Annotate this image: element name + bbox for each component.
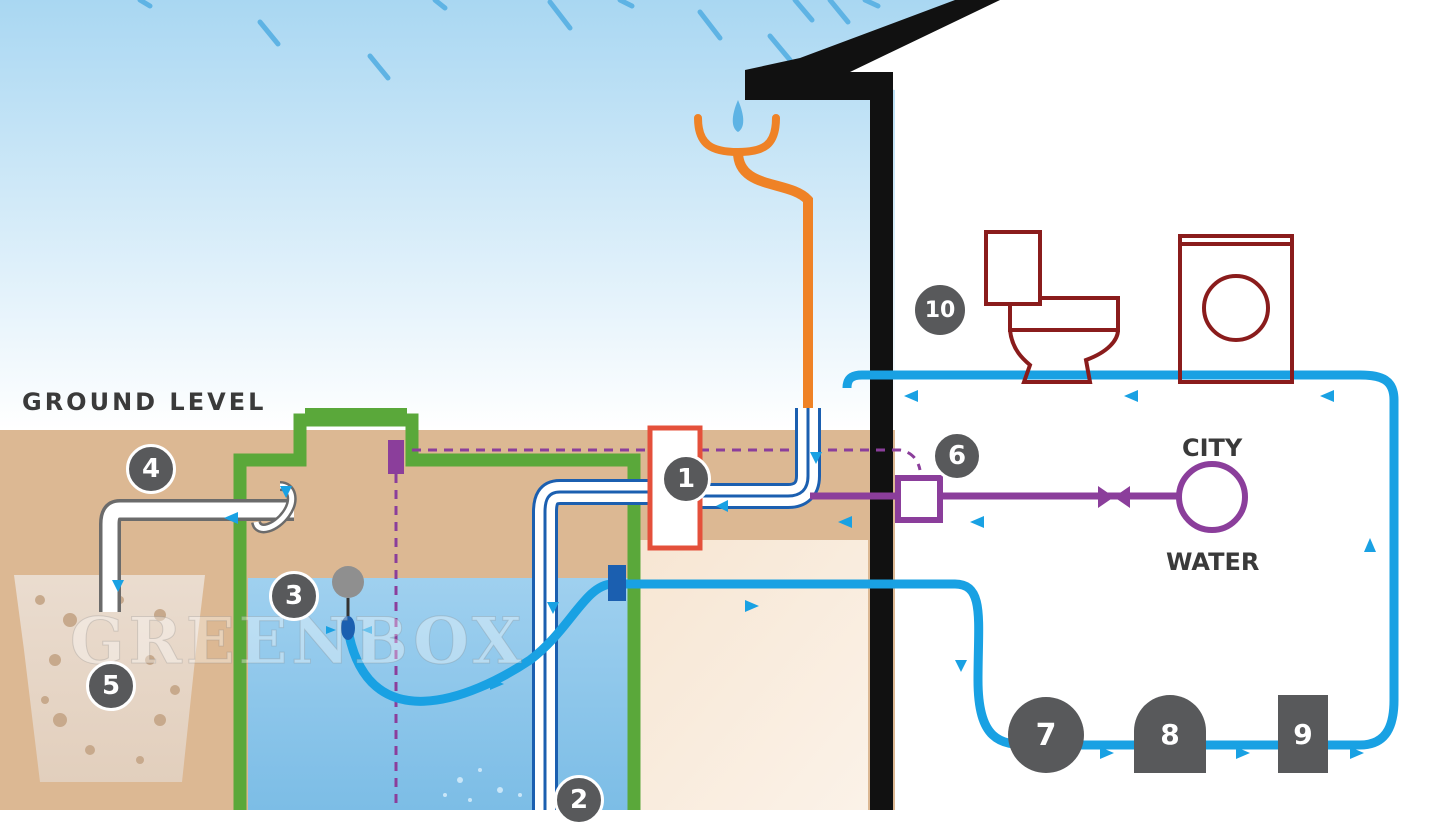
rain-drops	[137, 0, 881, 81]
tank-wall	[233, 413, 641, 810]
toilet	[984, 230, 1120, 384]
pit-gravel	[35, 595, 180, 764]
callout-10: 10	[912, 282, 968, 338]
callout-5: 5	[86, 661, 136, 711]
floating-ball	[332, 566, 364, 598]
inflow-pipe-inner	[543, 490, 648, 810]
downspout	[733, 151, 813, 430]
flow-arrows	[112, 390, 1376, 759]
callout-9: 9	[1278, 695, 1328, 773]
supply-pipe	[343, 579, 1031, 750]
switching-valve	[895, 475, 943, 523]
level-sensor	[388, 440, 404, 474]
ground-level-label: GROUND LEVEL	[22, 388, 267, 416]
washing-machine	[1178, 234, 1294, 384]
suction-filter	[341, 616, 355, 640]
tank-lid	[305, 408, 407, 416]
callout-7: 7	[1008, 697, 1084, 773]
callout-6: 6	[932, 431, 982, 481]
callout-3: 3	[269, 571, 319, 621]
city-water-meter	[1176, 461, 1248, 533]
pump-intake	[608, 565, 626, 601]
tank-sediment	[443, 768, 522, 802]
water-label: WATER	[1166, 548, 1260, 576]
callout-4: 4	[126, 444, 176, 494]
callout-8: 8	[1134, 695, 1206, 773]
overflow-pipe-core	[102, 502, 294, 612]
check-valve	[1098, 486, 1130, 508]
house-interior	[780, 0, 1440, 810]
callout-1: 1	[661, 454, 711, 504]
roof	[745, 0, 1000, 810]
city-label: CITY	[1182, 434, 1243, 462]
supply-pipe-return	[842, 370, 1399, 750]
sensor-signal-line	[412, 448, 922, 471]
callout-2: 2	[554, 775, 604, 825]
downspout-connector-inner	[700, 408, 810, 498]
falling-drop	[732, 100, 744, 132]
